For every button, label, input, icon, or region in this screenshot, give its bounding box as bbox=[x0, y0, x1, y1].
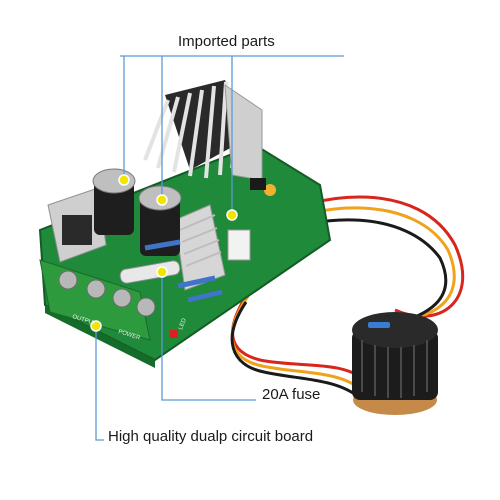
callout-fuse: 20A fuse bbox=[262, 386, 321, 403]
ic-chip bbox=[250, 178, 266, 190]
callout-lines bbox=[95, 55, 344, 441]
regulator-heatsink bbox=[47, 187, 107, 263]
terminal-block bbox=[39, 259, 156, 341]
main-heatsink bbox=[143, 80, 263, 181]
connector-header bbox=[227, 229, 251, 261]
circuit-board-edge bbox=[45, 305, 155, 368]
potentiometer bbox=[352, 312, 438, 415]
resistors bbox=[144, 239, 223, 303]
led bbox=[170, 330, 178, 338]
yellow-capacitor bbox=[264, 184, 276, 196]
callout-imported-parts: Imported parts bbox=[178, 33, 275, 50]
fuse bbox=[119, 260, 181, 284]
callout-circuit-board: High quality dualp circuit board bbox=[108, 428, 314, 445]
small-heatsink bbox=[174, 204, 226, 291]
callout-markers bbox=[90, 174, 238, 332]
